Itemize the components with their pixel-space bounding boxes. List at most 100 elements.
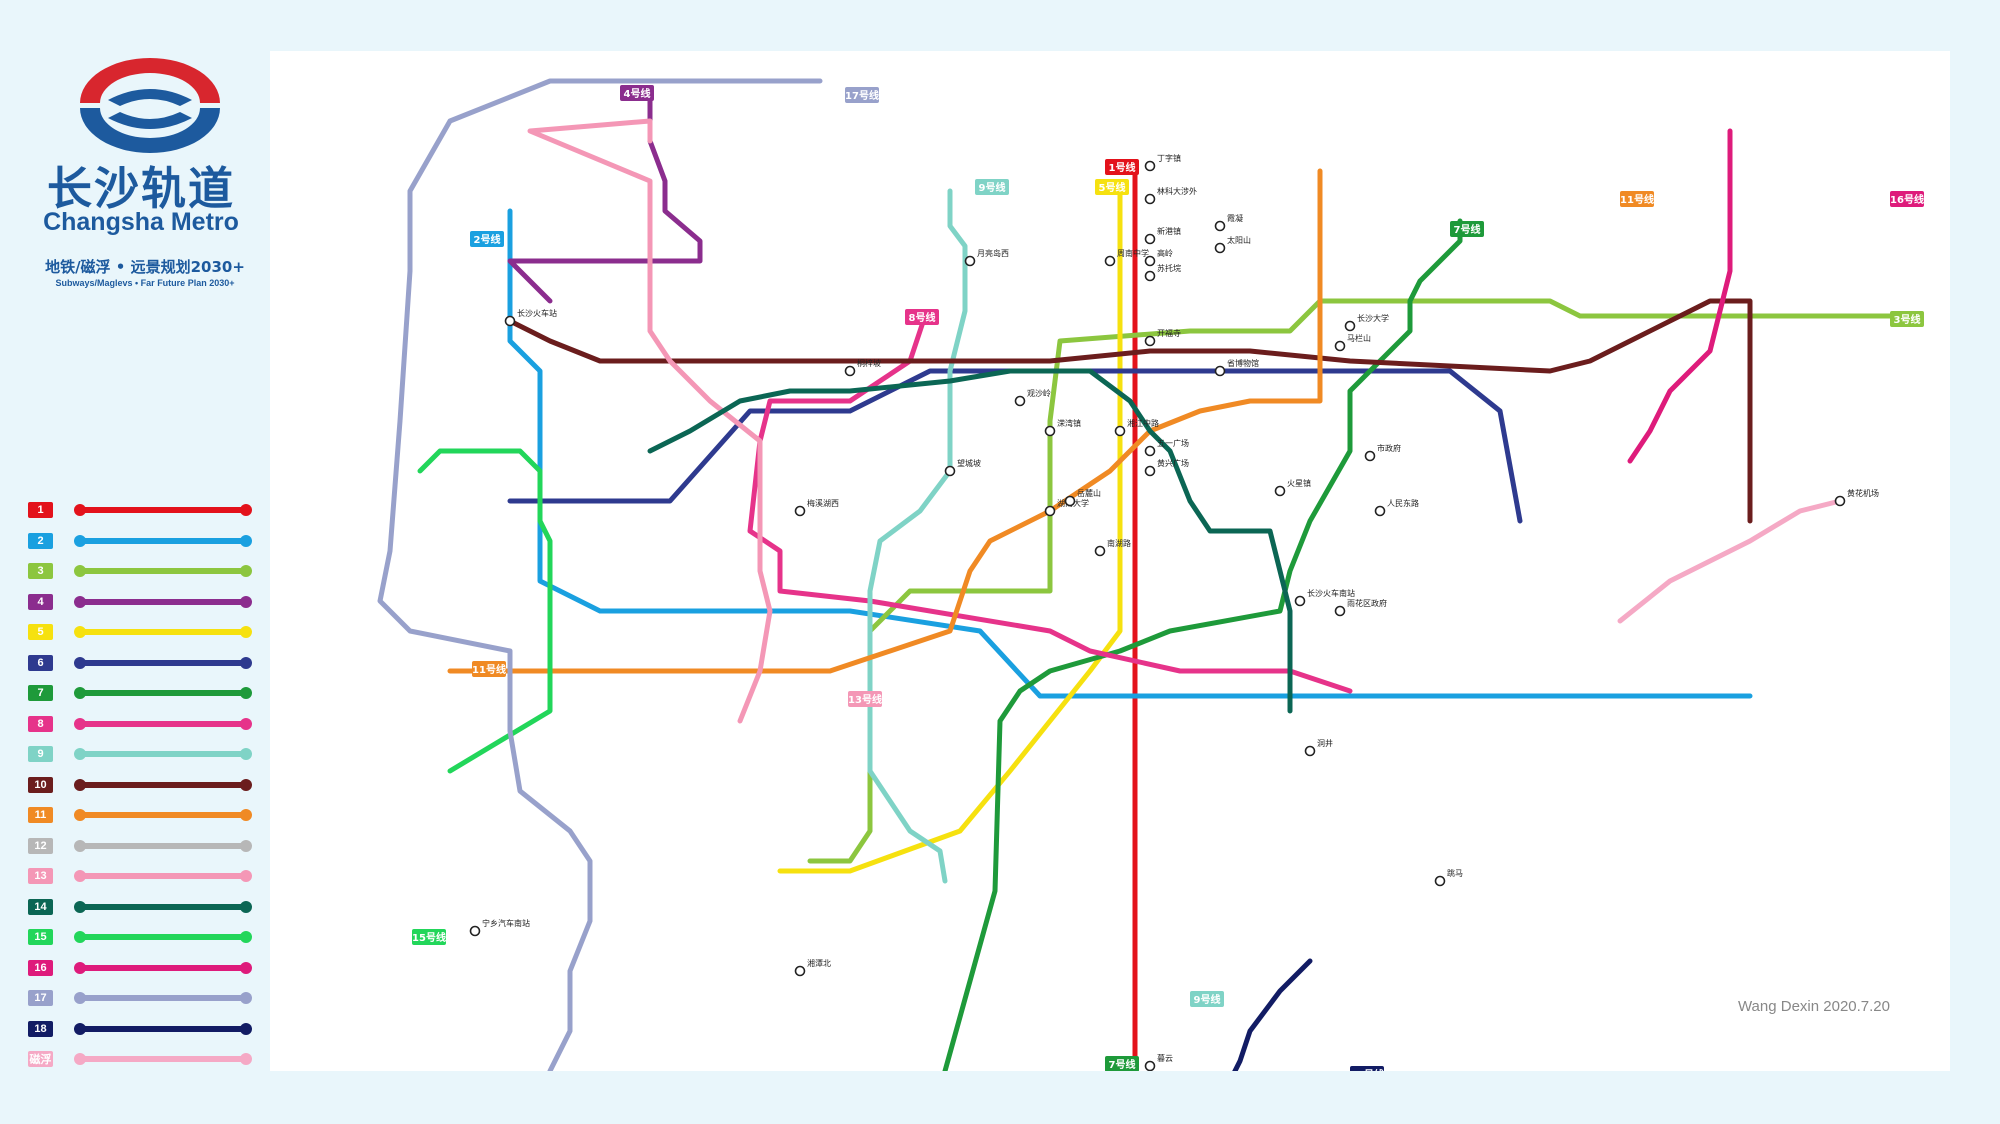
station-marker[interactable] [1294,595,1306,607]
station[interactable]: 黄兴广场 [1144,458,1190,477]
legend-item-l7[interactable]: 7 [28,685,252,716]
legend-item-l14[interactable]: 14 [28,898,252,930]
station[interactable]: 霞凝 [1214,213,1244,232]
station-marker[interactable] [1214,242,1226,254]
legend-item-l1[interactable]: 1 [28,502,252,533]
station-marker[interactable] [1374,505,1386,517]
metro-map[interactable]: 丁字镇林科大涉外霞凝太阳山高岭月亮岛西周南中学新港镇苏托垸开福寺马栏山长沙火车南… [270,51,1950,1071]
station[interactable]: 省博物馆 [1214,358,1260,377]
metro-line-l7[interactable] [942,218,1463,1071]
station-marker[interactable] [1094,545,1106,557]
metro-line-l17[interactable] [377,78,823,1071]
station[interactable]: 五一广场 [1144,438,1190,457]
station[interactable]: 雨花区政府 [1334,598,1388,617]
station[interactable]: 湘江中路 [1114,418,1160,437]
station[interactable]: 梅溪湖西 [794,498,840,517]
station-marker[interactable] [1044,505,1056,517]
metro-line-l16[interactable] [1627,128,1733,464]
station[interactable]: 人民东路 [1374,498,1420,517]
legend-item-l15[interactable]: 15 [28,929,252,960]
station[interactable]: 周南中学 [1104,248,1150,267]
station[interactable]: 长沙火车站 [504,308,558,327]
legend-item-l5[interactable]: 5 [28,624,252,655]
metro-line-l11[interactable] [447,168,1323,674]
metro-network[interactable]: 丁字镇林科大涉外霞凝太阳山高岭月亮岛西周南中学新港镇苏托垸开福寺马栏山长沙火车南… [270,51,1950,1071]
station-marker[interactable] [1014,395,1026,407]
station[interactable]: 马栏山 [1334,333,1372,352]
station-marker[interactable] [1304,745,1316,757]
legend-item-l6[interactable]: 6 [28,654,252,686]
station-marker[interactable] [1834,495,1846,507]
metro-line-l18[interactable] [1190,958,1313,1071]
station-marker[interactable] [1274,485,1286,497]
station-marker[interactable] [1144,160,1156,172]
metro-line-l2[interactable] [507,208,1753,699]
station-marker[interactable] [469,925,481,937]
station-marker[interactable] [1144,465,1156,477]
legend-item-maglev[interactable]: 磁浮 [28,1051,252,1082]
station[interactable]: 高岭 [1144,248,1174,267]
station-marker[interactable] [1044,425,1056,437]
station-marker[interactable] [1114,425,1126,437]
legend-item-l13[interactable]: 13 [28,868,252,899]
station[interactable]: 望城坡 [944,458,982,477]
metro-line-l14[interactable] [647,368,1293,714]
station[interactable]: 南湖路 [1094,538,1132,557]
metro-line-l4[interactable] [507,90,703,304]
metro-line-l8[interactable] [747,313,1353,694]
legend-item-l17[interactable]: 17 [28,990,252,1021]
station-marker[interactable] [1434,875,1446,887]
station-marker[interactable] [964,255,976,267]
metro-line-l9[interactable] [867,188,968,884]
station[interactable]: 观沙岭 [1014,388,1052,407]
legend-item-l12[interactable]: 12 [28,837,252,869]
station-marker[interactable] [1104,255,1116,267]
legend-item-l2[interactable]: 2 [28,532,252,564]
station-marker[interactable] [504,315,516,327]
legend-item-l16[interactable]: 16 [28,959,252,991]
metro-line-l5[interactable] [777,180,1123,874]
station[interactable]: 火星镇 [1274,478,1312,497]
station[interactable]: 月亮岛西 [964,248,1010,267]
station-marker[interactable] [1364,450,1376,462]
station-marker[interactable] [944,465,956,477]
station[interactable]: 开福寺 [1144,329,1182,347]
station[interactable]: 市政府 [1364,443,1402,462]
legend-item-l10[interactable]: 10 [28,776,252,808]
legend-item-l11[interactable]: 11 [28,807,252,838]
metro-line-l13[interactable] [527,118,773,724]
metro-line-l15[interactable] [417,448,553,774]
station[interactable]: 黄花机场 [1834,488,1880,507]
legend-item-l9[interactable]: 9 [28,746,252,777]
station[interactable]: 太阳山 [1214,235,1252,254]
station-marker[interactable] [1064,495,1076,507]
station-marker[interactable] [1144,270,1156,282]
legend-item-l18[interactable]: 18 [28,1020,252,1052]
station[interactable]: 洞井 [1304,738,1334,757]
station[interactable]: 新港镇 [1144,226,1182,245]
station-marker[interactable] [1344,320,1356,332]
legend-item-l8[interactable]: 8 [28,715,252,747]
station-marker[interactable] [844,365,856,377]
station[interactable]: 丁字镇 [1144,153,1182,172]
station-marker[interactable] [1144,1060,1156,1071]
station[interactable]: 岳麓山 [1064,488,1102,507]
metro-line-l3[interactable] [807,298,1923,864]
metro-line-l6[interactable] [507,368,1523,524]
station[interactable]: 宁乡汽车南站 [469,918,531,937]
station-marker[interactable] [794,965,806,977]
station-marker[interactable] [1144,255,1156,267]
station-marker[interactable] [1334,605,1346,617]
station-marker[interactable] [1144,233,1156,245]
station[interactable]: 林科大涉外 [1144,186,1198,205]
station-marker[interactable] [1214,365,1226,377]
station-marker[interactable] [1144,193,1156,205]
station[interactable]: 溁湾镇 [1044,418,1082,437]
station[interactable]: 湘潭北 [794,958,832,977]
station-marker[interactable] [1144,335,1156,347]
station[interactable]: 跳马 [1434,868,1464,887]
legend-item-l3[interactable]: 3 [28,563,252,594]
station-marker[interactable] [1214,220,1226,232]
station[interactable]: 苏托垸 [1144,263,1182,282]
metro-line-l10[interactable] [507,298,1753,524]
